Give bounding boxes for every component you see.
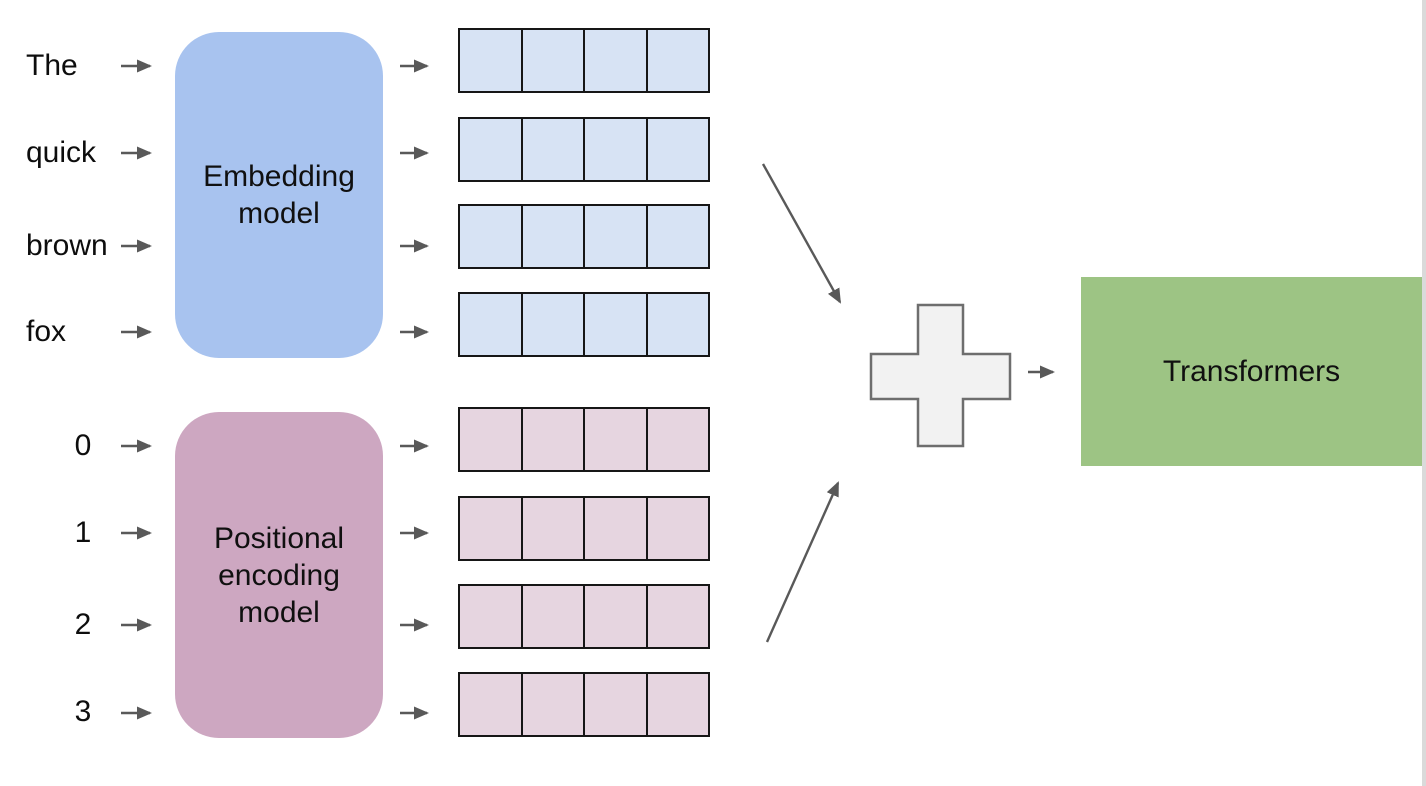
token-label-the: The <box>26 49 78 82</box>
vector-cell <box>458 672 523 737</box>
vector-cell <box>522 28 585 93</box>
vector-cell <box>522 204 585 269</box>
vector-cell <box>458 292 523 357</box>
position-label-3: 3 <box>74 695 92 728</box>
arrow-embeddings-to-adder <box>761 163 842 304</box>
positional-vector-row-1 <box>458 407 710 472</box>
embedding-model-label-line2: model <box>238 197 320 230</box>
vector-cell <box>647 117 710 182</box>
vector-cell <box>522 496 585 561</box>
vector-cell <box>647 204 710 269</box>
vector-cell <box>458 204 523 269</box>
plus-icon <box>869 303 1012 448</box>
vector-cell <box>458 28 523 93</box>
transformers-box: Transformers <box>1081 277 1422 466</box>
position-label-1: 1 <box>74 516 92 549</box>
position-label-0: 0 <box>74 429 92 462</box>
positional-encoding-model-box: Positional encoding model <box>175 412 383 738</box>
vector-cell <box>458 496 523 561</box>
vector-cell <box>647 28 710 93</box>
embedding-vector-row-3 <box>458 204 710 269</box>
token-label-brown: brown <box>26 229 108 262</box>
transformers-label: Transformers <box>1162 354 1341 388</box>
vector-cell <box>585 407 648 472</box>
vector-cell <box>458 407 523 472</box>
token-label-quick: quick <box>26 136 97 169</box>
vector-cell <box>585 672 648 737</box>
vector-cell <box>585 292 648 357</box>
positional-vector-row-4 <box>458 672 710 737</box>
vector-cell <box>647 584 710 649</box>
embedding-vector-row-2 <box>458 117 710 182</box>
vector-cell <box>458 584 523 649</box>
embedding-vector-row-1 <box>458 28 710 93</box>
vector-cell <box>522 407 585 472</box>
arrow-positionals-to-adder <box>765 481 840 643</box>
vector-cell <box>522 672 585 737</box>
vector-cell <box>647 407 710 472</box>
token-label-fox: fox <box>26 315 67 348</box>
vector-cell <box>585 28 648 93</box>
vector-cell <box>585 496 648 561</box>
positional-model-label-line1: Positional <box>213 521 345 555</box>
vector-cell <box>522 117 585 182</box>
slide-edge-strip <box>1422 0 1426 786</box>
vector-cell <box>647 292 710 357</box>
positional-model-label-line3: model <box>238 595 320 629</box>
vector-cell <box>647 496 710 561</box>
positional-vector-row-3 <box>458 584 710 649</box>
positional-vector-row-2 <box>458 496 710 561</box>
vector-cell <box>585 204 648 269</box>
embedding-model-label-line1: Embedding <box>203 160 355 193</box>
position-label-2: 2 <box>74 608 92 641</box>
vector-cell <box>458 117 523 182</box>
vector-cell <box>585 584 648 649</box>
vector-cell <box>522 292 585 357</box>
vector-cell <box>522 584 585 649</box>
embedding-model-box: Embedding model <box>175 32 383 358</box>
positional-model-label-line2: encoding <box>218 558 340 592</box>
vector-cell <box>647 672 710 737</box>
embedding-vector-row-4 <box>458 292 710 357</box>
vector-cell <box>585 117 648 182</box>
